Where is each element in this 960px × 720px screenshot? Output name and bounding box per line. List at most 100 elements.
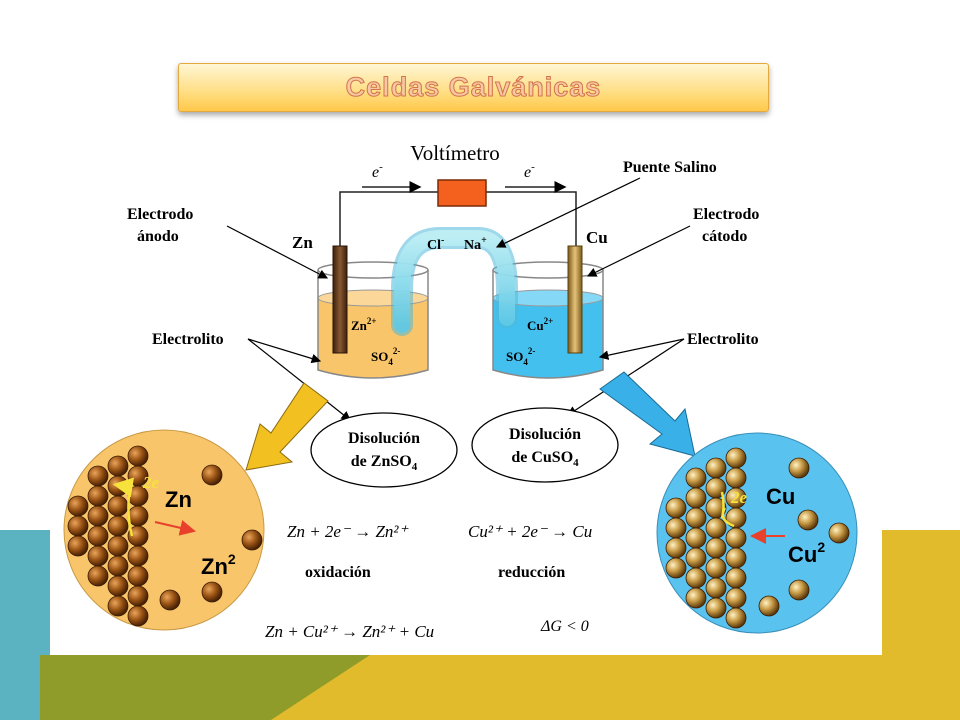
copper-atom xyxy=(725,527,747,549)
zinc-ion-arrow xyxy=(154,520,196,536)
zinc-atom xyxy=(127,605,149,627)
zinc-metal-label: Zn xyxy=(165,487,192,512)
copper-ion-atom xyxy=(758,595,780,617)
zinc-atom-lattice xyxy=(67,445,263,627)
zinc-ion-label: Zn2+ xyxy=(351,316,377,333)
chloride-ion-label: Cl- xyxy=(427,235,444,253)
zinc-atom xyxy=(107,475,129,497)
oxidation-equation: Zn + 2e⁻ → Zn²⁺ xyxy=(287,522,409,541)
zinc-atom xyxy=(87,465,109,487)
zinc-ion-atom xyxy=(201,581,223,603)
copper-atom xyxy=(665,537,687,559)
copper-atom xyxy=(705,537,727,559)
copper-atom xyxy=(685,587,707,609)
zinc-atom xyxy=(107,595,129,617)
free-energy-label: ΔG < 0 xyxy=(540,618,589,635)
zinc-electrode xyxy=(332,245,348,354)
zinc-atom xyxy=(87,565,109,587)
copper-ion-atom xyxy=(788,579,810,601)
zinc-atom xyxy=(87,525,109,547)
copper-atom xyxy=(685,527,707,549)
copper-atom xyxy=(725,467,747,489)
slide-title: Celdas Galvánicas xyxy=(345,72,602,103)
copper-atom xyxy=(705,597,727,619)
copper-zoom-arrow xyxy=(599,371,696,457)
zinc-atom xyxy=(127,585,149,607)
copper-atom xyxy=(725,447,747,469)
zinc-ion-atom xyxy=(159,589,181,611)
electrolyte-left-label: Electrolito xyxy=(152,331,224,348)
zinc-atom xyxy=(107,535,129,557)
dissolution-left-line2: de ZnSO4 xyxy=(351,453,418,473)
copper-ion-label-zoom: Cu2 xyxy=(788,539,825,567)
reduction-equation: Cu²⁺ + 2e⁻ → Cu xyxy=(468,522,592,541)
copper-atom xyxy=(705,577,727,599)
copper-atom xyxy=(705,457,727,479)
sodium-ion-label: Na+ xyxy=(464,235,487,253)
zinc-atom xyxy=(107,575,129,597)
copper-atom xyxy=(665,497,687,519)
copper-atom xyxy=(685,467,707,489)
zinc-atom xyxy=(127,505,149,527)
dissolution-right-line2: de CuSO4 xyxy=(511,449,579,469)
zinc-atom xyxy=(87,505,109,527)
cathode-label-line2: cátodo xyxy=(702,228,747,245)
copper-atom xyxy=(685,507,707,529)
zinc-atom xyxy=(107,555,129,577)
electron-left-label: e- xyxy=(372,161,383,181)
dissolution-left-line1: Disolución xyxy=(348,430,420,447)
zinc-atom xyxy=(67,515,89,537)
electrolyte-right-label: Electrolito xyxy=(687,331,759,348)
copper-ion-label: Cu2+ xyxy=(527,316,553,333)
copper-ion-atom xyxy=(788,457,810,479)
copper-metal-label: Cu xyxy=(766,484,795,509)
zinc-ion-atom xyxy=(201,464,223,486)
copper-ion-atom xyxy=(828,522,850,544)
copper-atom xyxy=(725,607,747,629)
copper-atom xyxy=(685,567,707,589)
copper-electrons-label: 2e xyxy=(730,488,748,507)
zinc-electrons-label: 2e xyxy=(142,473,160,492)
copper-atom xyxy=(705,557,727,579)
zinc-label: Zn xyxy=(292,233,313,252)
zinc-ion-label-zoom: Zn2 xyxy=(201,551,236,579)
zinc-ion-atom xyxy=(241,529,263,551)
sulfate-right-label: SO42- xyxy=(506,346,535,367)
dissolution-right-line1: Disolución xyxy=(509,426,581,443)
zinc-atom xyxy=(87,545,109,567)
copper-ion-atom xyxy=(797,509,819,531)
copper-atom xyxy=(665,517,687,539)
zinc-electron-arrow xyxy=(112,477,135,537)
anode-label-line2: ánodo xyxy=(137,228,179,245)
electron-right-label: e- xyxy=(524,161,535,181)
sulfate-left-label: SO42- xyxy=(371,346,400,367)
overall-equation: Zn + Cu²⁺ → Zn²⁺ + Cu xyxy=(265,622,434,641)
copper-atom xyxy=(665,557,687,579)
zinc-atom xyxy=(127,545,149,567)
zinc-atom xyxy=(127,565,149,587)
copper-electrode xyxy=(567,245,583,354)
salt-bridge-label: Puente Salino xyxy=(623,159,717,176)
copper-atom xyxy=(725,587,747,609)
copper-atom xyxy=(725,567,747,589)
zinc-atom xyxy=(127,445,149,467)
anode-label-line1: Electrodo xyxy=(127,206,193,223)
zinc-zoom-arrow xyxy=(245,382,329,471)
zinc-atom xyxy=(67,535,89,557)
copper-atom-lattice xyxy=(665,447,850,629)
title-box: Celdas Galvánicas xyxy=(178,63,769,112)
zinc-atom xyxy=(107,455,129,477)
zinc-atom xyxy=(87,485,109,507)
dissolution-right-ellipse xyxy=(471,407,619,483)
voltmeter-label: Voltímetro xyxy=(410,141,499,165)
external-wire xyxy=(339,181,577,260)
reduction-label: reducción xyxy=(498,564,565,581)
copper-atom xyxy=(725,547,747,569)
zinc-atom xyxy=(107,495,129,517)
dissolution-left-ellipse xyxy=(310,412,458,488)
copper-atom xyxy=(685,487,707,509)
voltmeter xyxy=(437,179,487,207)
copper-atom xyxy=(685,547,707,569)
zinc-atom xyxy=(107,515,129,537)
